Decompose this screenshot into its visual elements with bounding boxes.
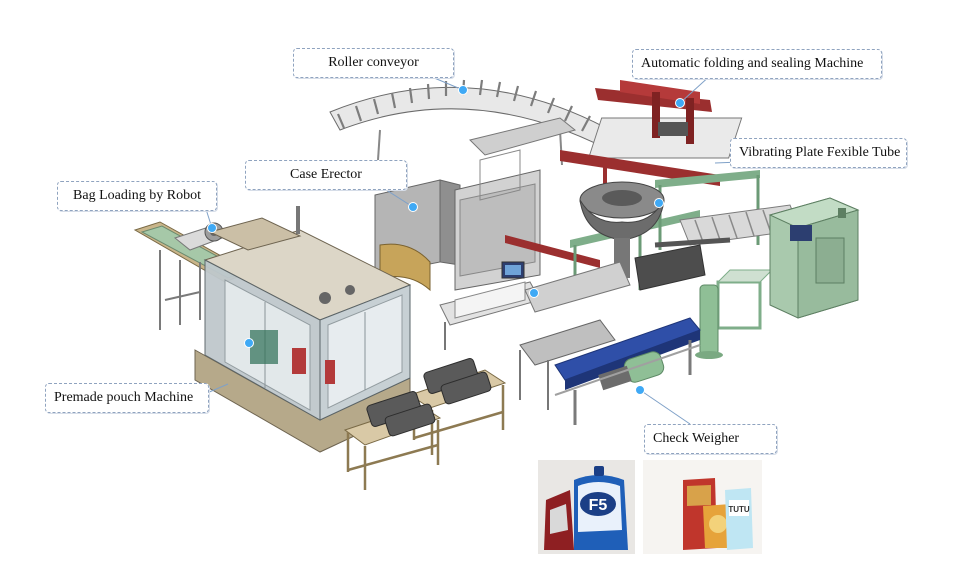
check-weigher	[554, 317, 701, 425]
stand-up-pouches-image: TUTU	[683, 478, 753, 550]
folding-sealing-machine	[560, 80, 743, 210]
transfer-conveyors	[439, 261, 631, 410]
marker-dot-icon	[244, 338, 254, 348]
label-folding-sealing-machine: Automatic folding and sealing Machine	[632, 49, 882, 79]
marker-dot-icon	[654, 198, 664, 208]
label-check-weigher: Check Weigher	[644, 424, 777, 454]
marker-dot-icon	[207, 223, 217, 233]
premade-pouch-machine	[194, 206, 412, 453]
case-erector	[374, 117, 600, 292]
marker-dot-icon	[458, 85, 468, 95]
label-vibrating-plate: Vibrating Plate Fexible Tube	[730, 138, 907, 168]
marker-dot-icon	[529, 288, 539, 298]
label-roller-conveyor: Roller conveyor	[293, 48, 454, 78]
label-case-erector: Case Erector	[245, 160, 407, 190]
label-premade-pouch-machine: Premade pouch Machine	[45, 383, 209, 413]
product-photo-right: TUTU	[643, 460, 762, 554]
marker-dot-icon	[675, 98, 685, 108]
marker-dot-icon	[635, 385, 645, 395]
spout-pouch-image: F5	[544, 466, 628, 550]
marker-dot-icon	[408, 202, 418, 212]
vibrating-plate-feeder	[579, 181, 731, 359]
machine-marker-dots	[207, 85, 685, 395]
pouch-brand-f5: F5	[589, 497, 608, 514]
pouch-brand-text: TUTU	[728, 505, 750, 514]
label-bag-loading: Bag Loading by Robot	[57, 181, 217, 211]
control-cabinet	[768, 197, 860, 319]
vacuum-pumps	[343, 358, 507, 490]
product-photo-left: F5	[538, 460, 635, 554]
